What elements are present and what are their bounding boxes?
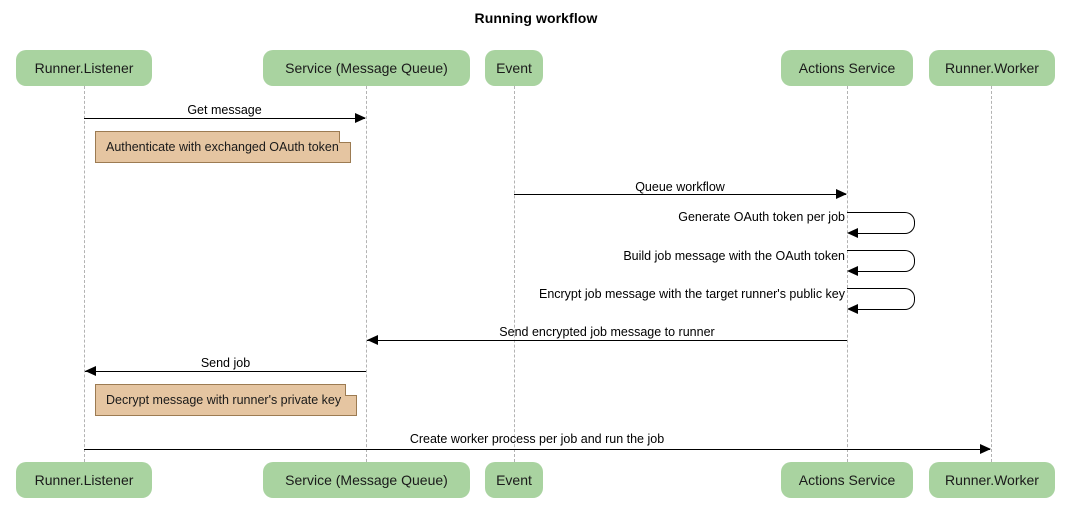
note-fold-corner-icon: [345, 384, 357, 396]
actor-box-bottom-actions-service[interactable]: Actions Service: [781, 462, 913, 498]
lifeline-runner-listener: [84, 86, 85, 462]
note-text: Authenticate with exchanged OAuth token: [106, 140, 339, 154]
actor-box-bottom-runner-worker[interactable]: Runner.Worker: [929, 462, 1055, 498]
actor-box-top-actions-service[interactable]: Actions Service: [781, 50, 913, 86]
arrowhead-queue-workflow: [836, 189, 847, 199]
message-line-send-job: [85, 371, 366, 372]
message-line-send-encrypted-job-message: [367, 340, 847, 341]
message-label-generate-oauth-token: Generate OAuth token per job: [678, 210, 845, 224]
actor-box-top-event[interactable]: Event: [485, 50, 543, 86]
message-label-build-job-message: Build job message with the OAuth token: [623, 249, 845, 263]
arrowhead-create-worker-process: [980, 444, 991, 454]
actor-box-top-runner-listener[interactable]: Runner.Listener: [16, 50, 152, 86]
message-line-queue-workflow: [514, 194, 846, 195]
actor-box-top-service-message-queue[interactable]: Service (Message Queue): [263, 50, 470, 86]
message-label-send-job: Send job: [200, 356, 251, 370]
note-text: Decrypt message with runner's private ke…: [106, 393, 342, 407]
note-fold-corner-icon: [339, 131, 351, 143]
message-label-encrypt-job-message: Encrypt job message with the target runn…: [538, 287, 845, 301]
arrowhead-send-encrypted-job-message: [367, 335, 378, 345]
message-label-create-worker-process: Create worker process per job and run th…: [409, 432, 665, 446]
lifeline-event: [514, 86, 515, 462]
message-label-get-message: Get message: [187, 103, 262, 117]
message-line-get-message: [84, 118, 365, 119]
actor-box-bottom-runner-listener[interactable]: Runner.Listener: [16, 462, 152, 498]
diagram-title: Running workflow: [474, 10, 598, 26]
lifeline-runner-worker: [991, 86, 992, 462]
note-authenticate-oauth: Authenticate with exchanged OAuth token: [95, 131, 351, 163]
actor-box-bottom-service-message-queue[interactable]: Service (Message Queue): [263, 462, 470, 498]
note-decrypt-private-key: Decrypt message with runner's private ke…: [95, 384, 357, 416]
arrowhead-send-job: [85, 366, 96, 376]
message-label-queue-workflow: Queue workflow: [635, 180, 725, 194]
message-line-create-worker-process: [84, 449, 990, 450]
actor-box-top-runner-worker[interactable]: Runner.Worker: [929, 50, 1055, 86]
lifeline-service-message-queue: [366, 86, 367, 462]
actor-box-bottom-event[interactable]: Event: [485, 462, 543, 498]
arrowhead-get-message: [355, 113, 366, 123]
message-label-send-encrypted-job-message: Send encrypted job message to runner: [499, 325, 715, 339]
